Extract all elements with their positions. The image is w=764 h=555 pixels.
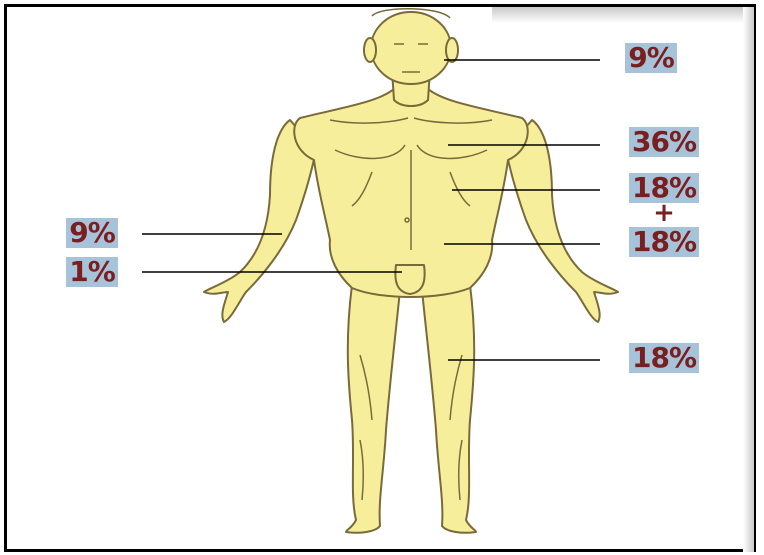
label-back-text: 18% — [629, 227, 699, 257]
label-chest: 36% — [610, 126, 718, 158]
label-arm-text: 9% — [66, 218, 118, 248]
left-ear — [364, 38, 376, 62]
right-leg — [422, 285, 476, 533]
label-chest-text: 36% — [629, 127, 699, 157]
label-head-text: 9% — [625, 43, 677, 73]
head — [371, 12, 451, 84]
label-genital-text: 1% — [66, 257, 118, 287]
right-arm — [506, 120, 618, 322]
label-plus: + — [610, 202, 718, 224]
label-back: 18% — [610, 226, 718, 258]
genitals — [395, 265, 424, 294]
label-genital: 1% — [52, 256, 132, 288]
left-arm — [204, 120, 316, 322]
label-arm: 9% — [52, 217, 132, 249]
left-leg — [346, 285, 400, 533]
label-leg: 18% — [610, 342, 718, 374]
label-leg-text: 18% — [629, 343, 699, 373]
right-ear — [446, 38, 458, 62]
label-head: 9% — [612, 42, 690, 74]
